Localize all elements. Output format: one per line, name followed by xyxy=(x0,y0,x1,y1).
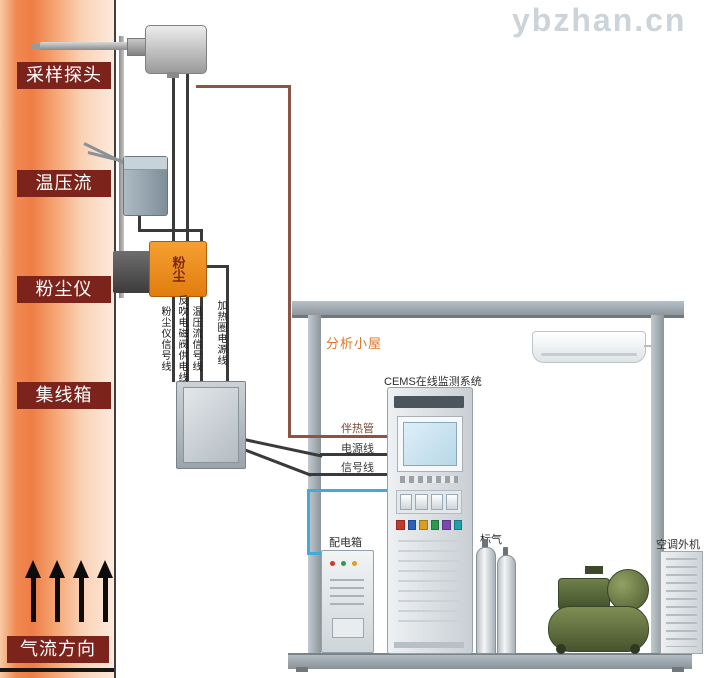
probe-rod xyxy=(40,42,148,50)
ac-outdoor-unit xyxy=(660,551,703,654)
shelter-floor xyxy=(288,653,692,669)
signal-wire-segment xyxy=(310,473,388,476)
tpf-wire-segment xyxy=(138,229,203,232)
blue-power-wire-segment xyxy=(307,489,388,492)
heat-trace-pipe-segment xyxy=(288,435,388,438)
gas-cylinder xyxy=(476,547,496,654)
cable-label-signal-line: 信号线 xyxy=(341,462,374,474)
dust-meter-device-label: 粉尘 xyxy=(170,256,186,282)
cable-label-heat-trace: 伴热管 xyxy=(341,423,374,435)
compressor-pipe xyxy=(585,566,603,574)
cylinder-valve xyxy=(503,547,508,556)
chimney-base-line xyxy=(0,668,114,672)
ac-refrigerant-line xyxy=(644,345,652,347)
cabinet-base xyxy=(394,642,464,648)
power-box-text-lines xyxy=(330,579,364,609)
compressor-motor xyxy=(607,569,649,611)
indicator-chip xyxy=(407,520,416,530)
junction-box-device xyxy=(176,381,246,469)
blue-power-wire-segment xyxy=(307,489,310,555)
cabinet-module-panel xyxy=(396,490,462,514)
mounting-pole xyxy=(119,36,124,298)
airflow-arrow-icon xyxy=(96,560,114,624)
power-box-label: 配电箱 xyxy=(329,537,362,549)
heat-trace-pipe-segment xyxy=(288,85,291,438)
cabinet-vents xyxy=(398,540,460,626)
label-dust-meter: 粉尘仪 xyxy=(17,276,111,303)
label-sampling-probe: 采样探头 xyxy=(17,62,111,89)
dust-meter-mount xyxy=(113,251,151,293)
indicator-chip xyxy=(442,520,451,530)
cabinet-screen xyxy=(403,422,457,466)
indicator-chip xyxy=(396,520,405,530)
shelter-name-label: 分析小屋 xyxy=(326,336,383,351)
tpf-sensor-device xyxy=(123,156,168,216)
indicator-chip xyxy=(430,520,439,530)
tpf-wire-segment xyxy=(200,229,203,382)
floor-foot xyxy=(296,667,308,672)
label-junction-box: 集线箱 xyxy=(17,382,111,409)
probe-coupling xyxy=(127,38,147,56)
power-box-meter xyxy=(332,618,364,638)
analyzer-module xyxy=(415,494,428,510)
led-amber xyxy=(352,561,357,566)
cabinet-button-row xyxy=(400,476,458,483)
tpf-sensor-cap xyxy=(124,157,167,170)
dust-meter-device: 粉尘 xyxy=(149,241,207,297)
label-temp-pressure-flow: 温压流 xyxy=(17,170,111,197)
led-red xyxy=(330,561,335,566)
compressor-wheel xyxy=(630,644,640,654)
gas-cylinder xyxy=(497,555,516,654)
cable-label-tpf-signal: 温压流信号线 xyxy=(190,306,201,372)
led-green xyxy=(341,561,346,566)
ac-outdoor-label: 空调外机 xyxy=(656,539,700,551)
indicator-chip xyxy=(419,520,428,530)
power-wire-segment xyxy=(320,453,388,456)
power-box-leds xyxy=(330,561,357,566)
blowback-valve-wire xyxy=(186,74,189,382)
cylinder-valve xyxy=(482,539,488,548)
cable-label-blowback-valve: 反吹电磁阀供电线 xyxy=(176,295,187,383)
analyzer-module xyxy=(400,494,413,510)
junction-box-door xyxy=(183,387,239,463)
ac-indoor-vent xyxy=(541,353,637,356)
heat-trace-pipe-segment xyxy=(196,85,291,88)
power-distribution-box xyxy=(321,550,374,653)
cable-label-heater-power: 加热圈电源线 xyxy=(215,300,226,366)
cable-label-power-line: 电源线 xyxy=(341,443,374,455)
dust-wire-segment xyxy=(205,265,229,268)
sampling-probe-device xyxy=(145,25,207,74)
blue-power-wire-segment xyxy=(307,552,327,555)
floor-foot xyxy=(672,667,684,672)
tpf-wire-segment xyxy=(138,214,141,232)
cable-label-dust-signal: 粉尘仪信号线 xyxy=(159,306,170,372)
cabinet-top-band xyxy=(394,396,464,408)
probe-tip xyxy=(32,44,42,50)
compressor-wheel xyxy=(556,644,566,654)
ac-indoor-unit xyxy=(532,331,646,363)
probe-signal-wire xyxy=(172,74,175,382)
analyzer-module xyxy=(430,494,443,510)
probe-port xyxy=(167,72,179,78)
airflow-arrow-icon xyxy=(48,560,66,624)
heater-wire-segment xyxy=(226,265,229,382)
airflow-arrow-icon xyxy=(24,560,42,624)
analyzer-module xyxy=(445,494,458,510)
ac-outdoor-grille xyxy=(666,558,697,647)
shelter-left-post xyxy=(308,315,321,654)
cabinet-screen-bezel xyxy=(397,416,463,472)
airflow-arrow-icon xyxy=(72,560,90,624)
cems-cabinet xyxy=(387,387,473,654)
label-airflow-direction: 气流方向 xyxy=(7,636,109,663)
shelter-roof xyxy=(292,301,684,318)
cems-cabinet-title: CEMS在线监测系统 xyxy=(384,376,482,388)
cabinet-indicator-row xyxy=(396,520,462,530)
indicator-chip xyxy=(453,520,462,530)
watermark-text: ybzhan.cn xyxy=(512,2,687,38)
